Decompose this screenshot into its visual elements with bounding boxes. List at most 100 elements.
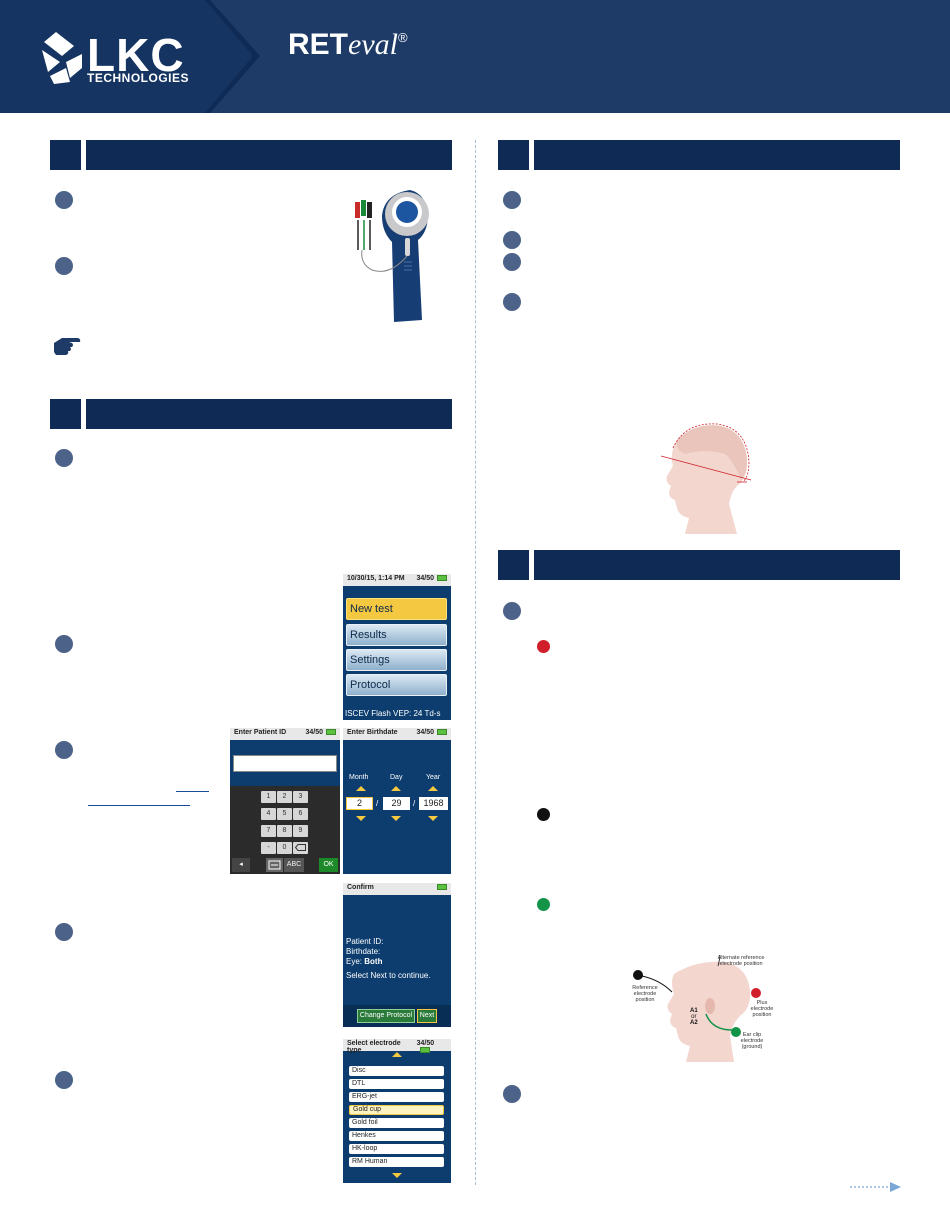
key-4[interactable]: 4 xyxy=(261,808,276,820)
step-bullet xyxy=(503,1085,521,1103)
alt-ref-label: Alternate reference electrode position xyxy=(717,955,765,967)
scroll-down-arrow[interactable] xyxy=(392,1173,402,1178)
key-9[interactable]: 9 xyxy=(293,825,308,837)
day-down-arrow[interactable] xyxy=(391,816,401,821)
change-protocol-button[interactable]: Change Protocol xyxy=(357,1009,415,1023)
ok-button[interactable]: OK xyxy=(319,858,338,872)
product-name-italic: eval xyxy=(348,28,398,61)
confirm-eye: Eye: Both xyxy=(346,957,383,966)
dotted-arrow-icon[interactable] xyxy=(850,1181,902,1193)
abc-button[interactable]: ABC xyxy=(284,858,304,872)
battery-icon xyxy=(437,884,447,890)
electrode-placement-diagram xyxy=(633,954,761,1062)
step-bullet xyxy=(503,293,521,311)
pointing-hand-icon xyxy=(54,338,81,355)
electrode-type-screen: Select electrode type 34/50 Disc DTL ERG… xyxy=(343,1039,451,1183)
key-7[interactable]: 7 xyxy=(261,825,276,837)
electrode-option[interactable]: HK-loop xyxy=(349,1144,444,1154)
status-datetime: 10/30/15, 1:14 PM xyxy=(347,575,405,582)
section-4-bar xyxy=(534,550,900,580)
patient-id-input[interactable] xyxy=(233,755,337,772)
key-6[interactable]: 6 xyxy=(293,808,308,820)
date-separator: / xyxy=(413,799,416,808)
header-logo-panel xyxy=(0,0,260,113)
screen-title: Enter Patient ID xyxy=(234,729,287,736)
key-8[interactable]: 8 xyxy=(277,825,292,837)
keyboard-toggle-button[interactable] xyxy=(266,858,283,872)
section-3-bar xyxy=(534,140,900,170)
electrode-option[interactable]: Henkes xyxy=(349,1131,444,1141)
day-field[interactable]: 29 xyxy=(383,797,410,810)
left-arrow-button[interactable]: ◂ xyxy=(232,858,250,872)
status-count: 34/50 xyxy=(417,1040,447,1054)
year-field[interactable]: 1968 xyxy=(419,797,448,810)
link-underline[interactable] xyxy=(176,791,209,792)
backspace-key[interactable] xyxy=(293,842,308,854)
status-bar: Select electrode type 34/50 xyxy=(343,1039,451,1054)
product-name-bold: RET xyxy=(288,28,348,61)
month-up-arrow[interactable] xyxy=(356,786,366,791)
red-electrode-dot xyxy=(537,640,550,653)
head-measurement-illustration xyxy=(660,423,752,534)
product-name: RETeval® xyxy=(288,28,408,62)
status-count: 34/50 xyxy=(416,575,447,585)
electrode-option[interactable]: DTL xyxy=(349,1079,444,1089)
status-count: 34/50 xyxy=(305,729,336,739)
a1-a2-label: A1 or A2 xyxy=(690,1008,698,1026)
step-bullet xyxy=(503,231,521,249)
section-4-number-box xyxy=(498,550,529,580)
menu-settings[interactable]: Settings xyxy=(346,649,447,671)
confirm-screen: Confirm Patient ID: Birthdate: Eye: Both… xyxy=(343,883,451,1027)
lkc-logo-mark xyxy=(42,32,82,84)
electrode-option[interactable]: ERG-jet xyxy=(349,1092,444,1102)
reteval-device-illustration xyxy=(355,190,429,322)
status-bar: Confirm xyxy=(343,883,451,895)
next-button[interactable]: Next xyxy=(417,1009,437,1023)
key-0[interactable]: 0 xyxy=(277,842,292,854)
status-bar: Enter Birthdate 34/50 xyxy=(343,728,451,740)
confirm-patient-id: Patient ID: xyxy=(346,937,384,946)
step-bullet xyxy=(503,191,521,209)
home-screen: 10/30/15, 1:14 PM 34/50 New test Results… xyxy=(343,574,451,720)
electrode-option[interactable]: RM Human xyxy=(349,1157,444,1167)
menu-results[interactable]: Results xyxy=(346,624,447,646)
step-bullet xyxy=(55,257,73,275)
key-dash[interactable]: - xyxy=(261,842,276,854)
month-down-arrow[interactable] xyxy=(356,816,366,821)
birthdate-screen: Enter Birthdate 34/50 Month Day Year 2 /… xyxy=(343,728,451,874)
key-5[interactable]: 5 xyxy=(277,808,292,820)
date-separator: / xyxy=(376,799,379,808)
key-2[interactable]: 2 xyxy=(277,791,292,803)
electrode-option[interactable]: Gold foil xyxy=(349,1118,444,1128)
key-1[interactable]: 1 xyxy=(261,791,276,803)
section-3-number-box xyxy=(498,140,529,170)
reference-label: Reference electrode position xyxy=(632,985,658,1003)
backspace-icon xyxy=(294,844,306,851)
day-up-arrow[interactable] xyxy=(391,786,401,791)
link-underline[interactable] xyxy=(88,805,190,806)
patient-id-screen: Enter Patient ID 34/50 1 2 3 4 5 6 7 8 9… xyxy=(230,728,340,874)
ear-clip-label: Ear clip electrode (ground) xyxy=(740,1032,764,1050)
battery-icon xyxy=(419,1047,430,1054)
battery-icon xyxy=(437,729,447,736)
step-bullet xyxy=(55,191,73,209)
year-down-arrow[interactable] xyxy=(428,816,438,821)
key-3[interactable]: 3 xyxy=(293,791,308,803)
step-bullet xyxy=(55,635,73,653)
scroll-up-arrow[interactable] xyxy=(392,1052,402,1057)
month-label: Month xyxy=(349,774,369,781)
year-up-arrow[interactable] xyxy=(428,786,438,791)
electrode-option[interactable]: Disc xyxy=(349,1066,444,1076)
logo-sub-text: TECHNOLOGIES xyxy=(87,71,190,85)
electrode-option-selected[interactable]: Gold cup xyxy=(349,1105,444,1115)
confirm-birthdate: Birthdate: xyxy=(346,947,381,956)
a1-label: A1 xyxy=(690,1008,698,1014)
a2-label: A2 xyxy=(690,1020,698,1026)
month-field[interactable]: 2 xyxy=(346,797,373,810)
status-count: 34/50 xyxy=(416,729,447,739)
year-label: Year xyxy=(426,774,441,781)
menu-new-test[interactable]: New test xyxy=(346,598,447,620)
logo-main-text: LKC xyxy=(87,29,185,81)
section-1-number-box xyxy=(50,140,81,170)
menu-protocol[interactable]: Protocol xyxy=(346,674,447,696)
